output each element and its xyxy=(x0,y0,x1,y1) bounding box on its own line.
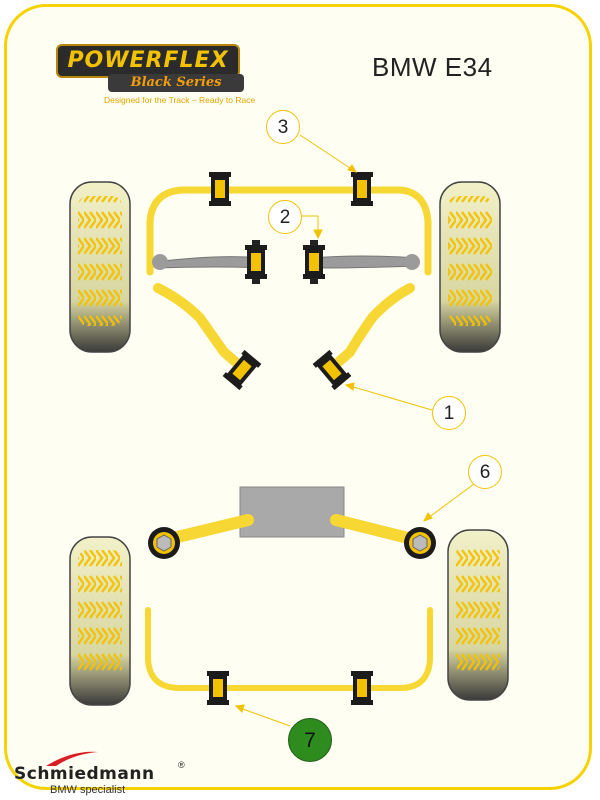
front-lower-arm-right xyxy=(311,255,419,269)
callout-2: 2 xyxy=(268,200,302,234)
model-title: BMW E34 xyxy=(372,52,493,82)
rear-trailing-arm-right xyxy=(330,514,422,546)
callout-7: 7 xyxy=(288,718,332,762)
logo-tagline: Designed for the Track – Ready to Race xyxy=(104,95,256,105)
brand-subtitle: BMW specialist xyxy=(50,784,126,796)
rear-arm-bush-left xyxy=(148,527,180,559)
logo-brand: POWERFLEX xyxy=(56,44,240,78)
powerflex-logo: POWERFLEX Black Series Designed for the … xyxy=(56,44,255,110)
callout-1: 1 xyxy=(432,396,466,430)
schmiedmann-logo: Schmiedmann ® BMW specialist xyxy=(14,748,214,798)
rear-left-tyre xyxy=(69,536,131,706)
front-arm-ball-left xyxy=(152,254,168,270)
front-arm-ball-right xyxy=(404,254,420,270)
swoosh-icon xyxy=(46,751,98,766)
rear-subframe xyxy=(239,486,345,538)
rear-arb-bush-right xyxy=(351,671,373,705)
brand-name: Schmiedmann xyxy=(14,764,155,784)
front-arm-bush-left xyxy=(245,245,267,279)
logo-series: Black Series xyxy=(108,74,244,92)
front-arm-bush-right xyxy=(303,245,325,279)
front-radius-arm-right xyxy=(329,283,415,371)
callout-6: 6 xyxy=(468,455,502,489)
callout-3: 3 xyxy=(266,110,300,144)
front-radius-arm-left xyxy=(153,283,245,371)
front-arb-bush-left xyxy=(209,172,231,206)
rear-arm-bush-right xyxy=(404,527,436,559)
front-left-tyre xyxy=(69,181,131,353)
front-arb-bush-right xyxy=(351,172,373,206)
brand-registered: ® xyxy=(178,760,185,770)
front-right-tyre xyxy=(439,181,501,353)
rear-arb-bush-left xyxy=(207,671,229,705)
leader-lines xyxy=(234,134,475,727)
front-lower-arm-left xyxy=(154,256,263,269)
rear-anti-roll-bar xyxy=(145,607,433,691)
front-anti-roll-bar xyxy=(146,186,432,276)
rear-right-tyre xyxy=(447,529,509,701)
